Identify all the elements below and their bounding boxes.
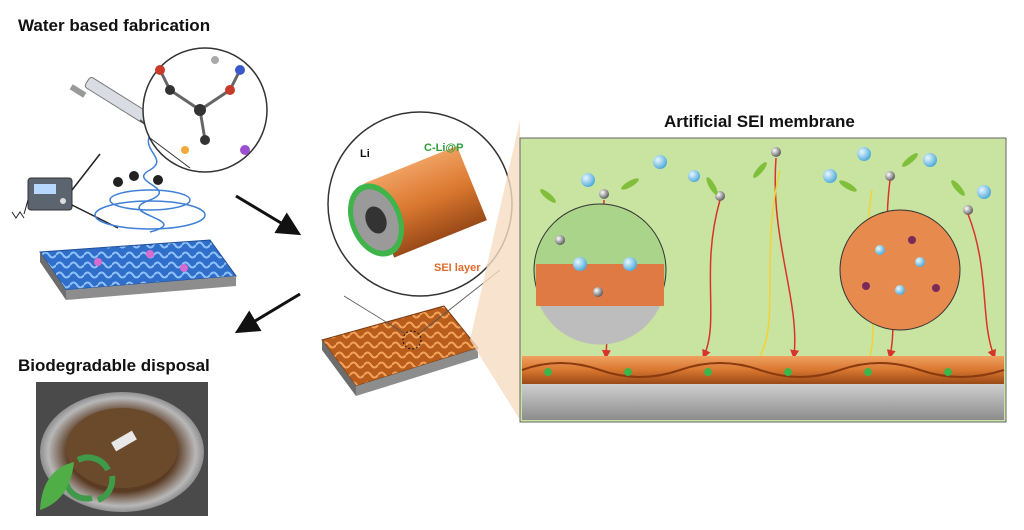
orange-mesh [321, 269, 501, 396]
lithium-metal-layer [522, 384, 1004, 420]
charge-markers [113, 171, 163, 187]
label-core: Li [360, 148, 370, 160]
label-sei: SEI layer [434, 262, 481, 274]
syringe-icon [69, 76, 153, 131]
power-supply-icon [11, 153, 119, 229]
label-coating: C-Li@P [424, 142, 464, 154]
solvent-leaves [540, 153, 965, 203]
interface-zoom-right [839, 209, 961, 331]
zoom-wedge [470, 120, 520, 420]
fiber-jet [94, 131, 206, 233]
sei-membrane-panel [519, 137, 1007, 423]
interface-zoom-left [533, 203, 667, 345]
fiber-layer [521, 356, 1005, 384]
membrane-heading: Artificial SEI membrane [664, 112, 855, 131]
arrow-to-fiber [235, 194, 302, 236]
disposal-heading: Biodegradable disposal [18, 356, 210, 375]
fiber-cross-section [327, 111, 513, 297]
leaf-icon [40, 462, 74, 510]
fabrication-heading: Water based fabrication [18, 16, 211, 35]
molecule-inset [142, 47, 268, 173]
disposal-photo [36, 382, 208, 516]
electrospinning-setup [11, 47, 268, 300]
lithium-ion-icon [581, 147, 991, 215]
arrow-to-disposal [234, 292, 301, 334]
blue-mesh-collector [39, 239, 237, 300]
